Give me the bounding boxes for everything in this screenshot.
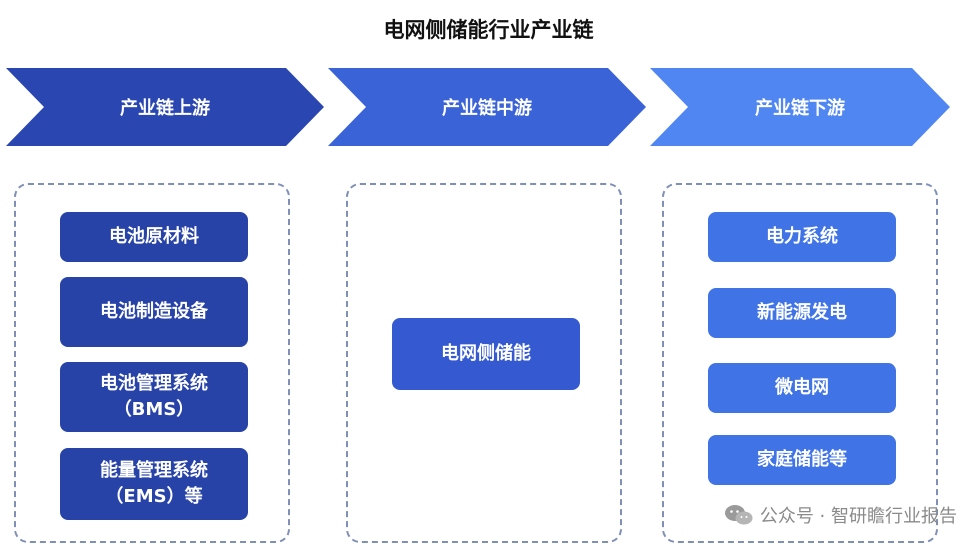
upstream-item-text: 能量管理系统 — [100, 460, 208, 481]
upstream-item-battery-materials: 电池原材料 — [60, 212, 248, 262]
upstream-item-text: 电池原材料 — [109, 226, 199, 247]
upstream-item-text: 电池制造设备 — [100, 301, 208, 322]
upstream-item-subtext: （EMS）等 — [105, 486, 203, 507]
upstream-column: 电池原材料 电池制造设备 电池管理系统 （BMS） 能量管理系统 （EMS）等 — [14, 183, 290, 543]
stage-arrow-upstream: 产业链上游 — [6, 68, 324, 146]
stage-label-upstream: 产业链上游 — [120, 98, 210, 119]
stage-label-midstream: 产业链中游 — [442, 98, 532, 119]
stage-label-downstream: 产业链下游 — [755, 98, 845, 119]
midstream-item-grid-storage: 电网侧储能 — [392, 318, 580, 390]
stage-arrow-midstream: 产业链中游 — [328, 68, 646, 146]
downstream-column: 电力系统 新能源发电 微电网 家庭储能等 — [662, 183, 938, 543]
downstream-item-new-energy: 新能源发电 — [708, 288, 896, 338]
watermark-text: 公众号 · 智研瞻行业报告 — [759, 506, 957, 527]
midstream-item-text: 电网侧储能 — [441, 343, 531, 364]
downstream-item-text: 微电网 — [775, 377, 829, 398]
downstream-item-text: 家庭储能等 — [757, 449, 847, 470]
midstream-column: 电网侧储能 — [346, 183, 622, 543]
upstream-item-text: 电池管理系统 — [100, 373, 208, 394]
downstream-item-power-system: 电力系统 — [708, 212, 896, 262]
upstream-item-subtext: （BMS） — [113, 399, 195, 420]
downstream-item-text: 电力系统 — [766, 226, 838, 247]
downstream-item-text: 新能源发电 — [757, 302, 847, 323]
upstream-item-battery-equipment: 电池制造设备 — [60, 277, 248, 347]
wechat-icon — [724, 505, 753, 525]
downstream-item-home-storage: 家庭储能等 — [708, 435, 896, 485]
downstream-item-microgrid: 微电网 — [708, 363, 896, 413]
stage-arrow-downstream: 产业链下游 — [650, 68, 950, 146]
diagram-title: 电网侧储能行业产业链 — [383, 18, 594, 42]
watermark: 公众号 · 智研瞻行业报告 — [724, 502, 957, 528]
upstream-item-bms: 电池管理系统 （BMS） — [60, 362, 248, 432]
upstream-item-ems: 能量管理系统 （EMS）等 — [60, 448, 248, 520]
